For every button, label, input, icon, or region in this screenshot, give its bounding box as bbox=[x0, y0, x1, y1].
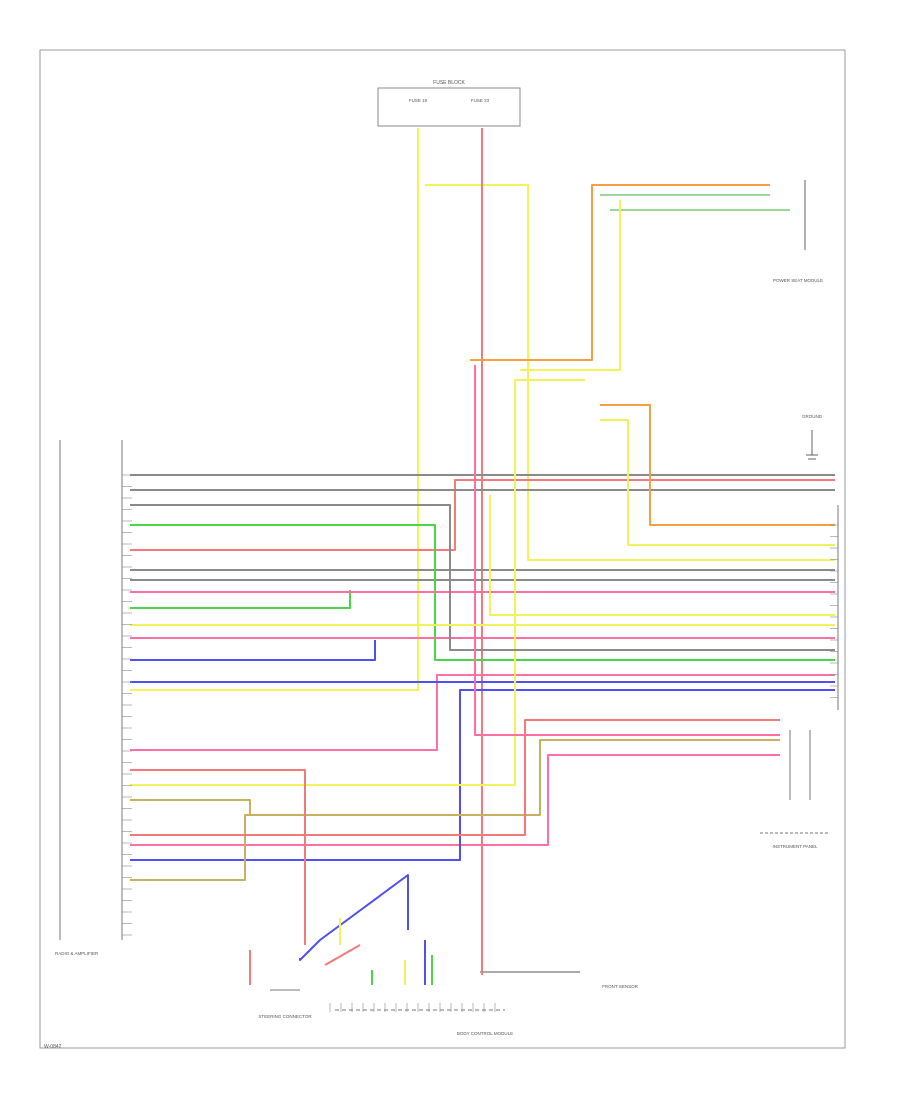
fuse-block-label: FUSE BLOCK bbox=[433, 80, 465, 86]
fuse-b-label: FUSE 23 bbox=[471, 98, 490, 103]
wire-red-26 bbox=[130, 769, 306, 945]
wire-green-10 bbox=[130, 590, 351, 609]
wire-yellow-2 bbox=[425, 184, 835, 561]
seat-connector-top: POWER SEAT MODULE bbox=[773, 180, 823, 283]
wire-blue-15 bbox=[130, 640, 376, 661]
wire-tan-24 bbox=[130, 799, 251, 815]
wire-gray-27 bbox=[130, 504, 835, 651]
diagram-border bbox=[39, 49, 846, 1049]
pin-layer bbox=[122, 474, 838, 1012]
radio-module-label: RADIO & AMPLIFIER bbox=[55, 951, 99, 956]
wire-yellow-29 bbox=[489, 495, 835, 616]
wire-yellow-1 bbox=[130, 128, 419, 691]
wire-pink-13 bbox=[130, 674, 835, 751]
wire-tan-23 bbox=[130, 739, 780, 881]
fuse-block: FUSE BLOCK FUSE 18 FUSE 23 bbox=[377, 80, 521, 127]
wire-orange-19 bbox=[470, 184, 770, 361]
instrument-panel-label: INSTRUMENT PANEL bbox=[772, 844, 818, 849]
wire-yellow-25 bbox=[130, 379, 585, 786]
steering-connector-label: STEERING CONNECTOR bbox=[258, 1014, 312, 1019]
bottom-connectors: STEERING CONNECTOR BODY CONTROL MODULE F… bbox=[258, 971, 639, 1036]
front-sensor-label: FRONT SENSOR bbox=[602, 984, 638, 989]
wire-blue-17 bbox=[130, 689, 835, 861]
wire-blue-18 bbox=[299, 874, 409, 961]
wire-pink-31 bbox=[474, 365, 780, 736]
body-control-module-label: BODY CONTROL MODULE bbox=[457, 1031, 513, 1036]
wire-red-4 bbox=[130, 479, 835, 551]
seat-module-label: POWER SEAT MODULE bbox=[773, 278, 823, 283]
ground-top-label: GROUND bbox=[802, 414, 823, 419]
wire-red-32 bbox=[130, 719, 780, 836]
wire-yellow-30 bbox=[600, 419, 835, 546]
wire-orange-20 bbox=[600, 404, 835, 526]
wire-layer bbox=[130, 128, 835, 985]
wire-red-35 bbox=[324, 944, 361, 966]
footer-code: W-0842 bbox=[44, 1044, 62, 1050]
ground-symbol: GROUND bbox=[802, 414, 823, 460]
wire-pink-14 bbox=[130, 754, 780, 846]
fuse-a-label: FUSE 18 bbox=[409, 98, 428, 103]
radio-module: RADIO & AMPLIFIER bbox=[55, 440, 123, 956]
wire-yellow-28 bbox=[520, 200, 621, 371]
instrument-panel-block: INSTRUMENT PANEL bbox=[760, 505, 839, 849]
